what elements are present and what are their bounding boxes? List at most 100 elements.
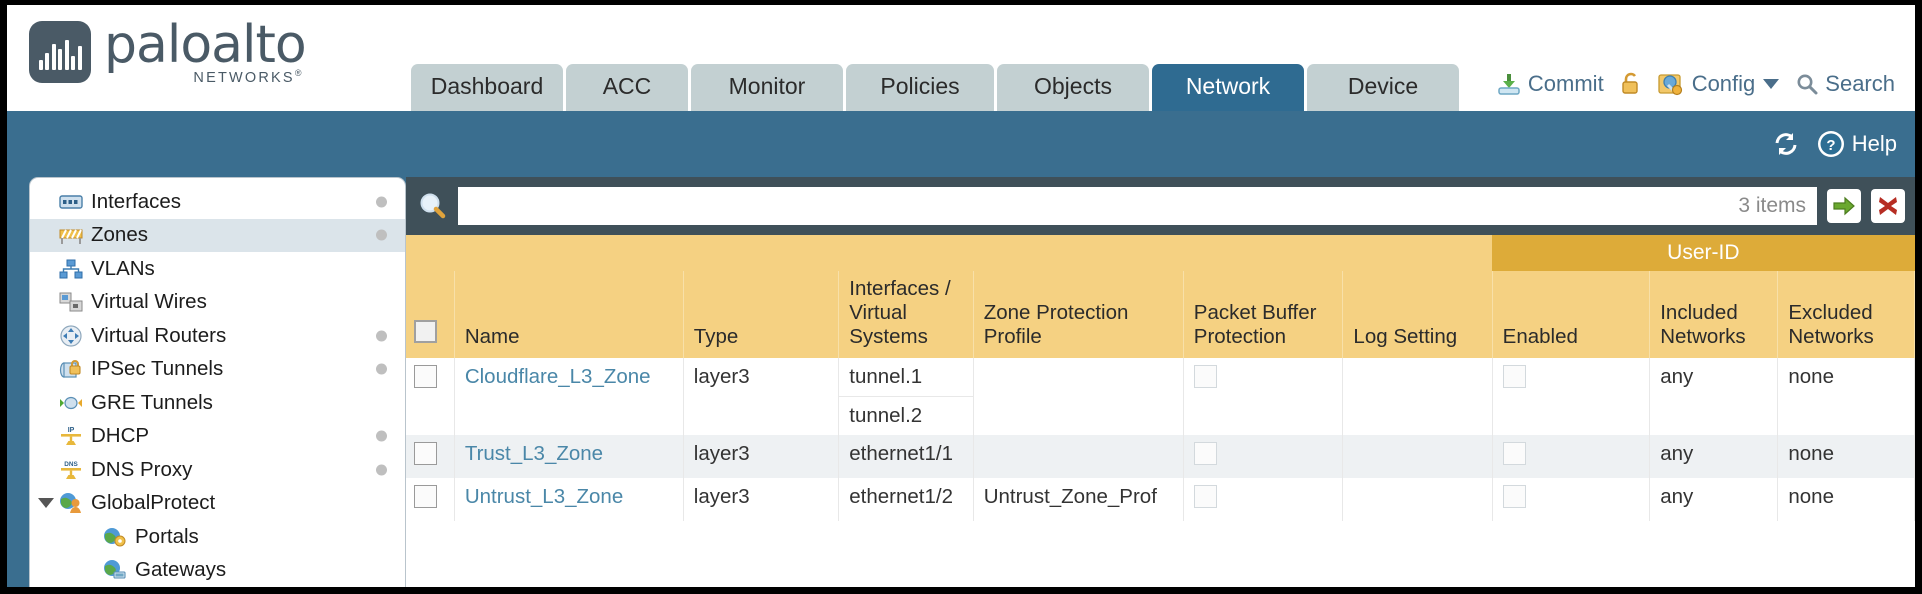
search-button[interactable]: Search (1795, 71, 1895, 97)
cell-excluded-networks: none (1777, 478, 1915, 521)
chevron-down-icon[interactable] (38, 498, 54, 509)
cell-log-setting (1342, 478, 1493, 521)
user-id-enabled-checkbox[interactable] (1502, 365, 1526, 388)
search-input[interactable]: 3 items (458, 187, 1817, 225)
portals-icon (102, 526, 128, 548)
interface-entry: tunnel.2 (849, 404, 923, 427)
cell-type: layer3 (683, 435, 840, 478)
config-menu[interactable]: Config (1658, 71, 1780, 97)
row-select-cell[interactable] (406, 478, 455, 521)
refresh-button[interactable] (1772, 131, 1800, 157)
tab-policies[interactable]: Policies (846, 64, 994, 111)
cell-packet-buffer-protection[interactable] (1183, 435, 1344, 478)
sidebar-item-label: Interfaces (91, 189, 182, 213)
cell-name[interactable]: Cloudflare_L3_Zone (454, 358, 684, 435)
zone-name-link[interactable]: Untrust_L3_Zone (464, 485, 624, 508)
interface-entry: tunnel.1 (839, 358, 973, 397)
cell-user-id-enabled[interactable] (1492, 435, 1651, 478)
header-actions: Commit (1496, 71, 1895, 97)
virtual-wires-icon (58, 291, 84, 313)
sidebar-item-virtual-routers[interactable]: Virtual Routers (30, 319, 405, 353)
sidebar-item-interfaces[interactable]: Interfaces (30, 185, 405, 219)
sidebar-item-vlans[interactable]: VLANs (30, 252, 405, 286)
interfaces-icon (58, 191, 84, 213)
row-select-cell[interactable] (406, 358, 455, 435)
status-dot (376, 464, 387, 476)
virtual-routers-icon (58, 325, 84, 347)
packet-buffer-checkbox[interactable] (1193, 442, 1217, 465)
tab-objects[interactable]: Objects (997, 64, 1149, 111)
cell-packet-buffer-protection[interactable] (1183, 358, 1344, 435)
help-icon: ? (1816, 129, 1846, 159)
gre-tunnels-icon (58, 392, 84, 414)
cell-name[interactable]: Untrust_L3_Zone (454, 478, 684, 521)
column-header-enabled: Enabled (1492, 271, 1651, 358)
config-icon (1658, 72, 1686, 96)
tab-network[interactable]: Network (1152, 64, 1304, 111)
clear-filter-button[interactable] (1871, 189, 1905, 223)
cell-interfaces: ethernet1/2 (838, 478, 974, 521)
select-all-checkbox[interactable] (414, 320, 437, 343)
cell-excluded-networks: none (1777, 358, 1915, 435)
apply-filter-button[interactable] (1827, 189, 1861, 223)
sidebar-item-zones[interactable]: Zones (30, 218, 405, 252)
tab-monitor[interactable]: Monitor (691, 64, 843, 111)
column-header-packet_buffer: Packet Buffer Protection (1183, 271, 1344, 358)
config-label: Config (1691, 71, 1756, 96)
cell-packet-buffer-protection[interactable] (1183, 478, 1344, 521)
sidebar-item-virtual-wires[interactable]: Virtual Wires (30, 286, 405, 320)
brand-logo[interactable]: paloalto NETWORKS® (29, 19, 307, 85)
zone-name-link[interactable]: Trust_L3_Zone (464, 442, 604, 465)
search-icon (418, 191, 448, 221)
commit-button[interactable]: Commit (1496, 71, 1604, 97)
dhcp-icon: IP (58, 425, 84, 447)
row-checkbox[interactable] (414, 485, 437, 508)
vlans-icon (58, 258, 84, 280)
sidebar-item-label: Virtual Routers (91, 323, 227, 347)
cell-user-id-enabled[interactable] (1492, 358, 1651, 435)
sidebar-item-label: IPSec Tunnels (91, 357, 224, 381)
status-dot (376, 330, 387, 342)
lock-button[interactable] (1620, 72, 1642, 96)
cell-user-id-enabled[interactable] (1492, 478, 1651, 521)
cell-included-networks: any (1649, 435, 1779, 478)
sidebar-item-gateways[interactable]: Gateways (30, 554, 405, 588)
chevron-down-icon (1763, 79, 1780, 89)
band-actions: ? Help (1772, 129, 1897, 159)
zone-name-link[interactable]: Cloudflare_L3_Zone (464, 365, 651, 388)
select-all-header[interactable] (406, 271, 455, 358)
cell-excluded-networks: none (1777, 435, 1915, 478)
column-header-name: Name (454, 271, 684, 358)
user-id-enabled-checkbox[interactable] (1502, 442, 1526, 465)
tab-dashboard[interactable]: Dashboard (411, 64, 563, 111)
column-header-excluded: Excluded Networks (1777, 271, 1915, 358)
sidebar-item-gre-tunnels[interactable]: GRE Tunnels (30, 386, 405, 420)
row-select-cell[interactable] (406, 435, 455, 478)
tab-acc[interactable]: ACC (566, 64, 688, 111)
row-checkbox[interactable] (414, 442, 437, 465)
cell-name[interactable]: Trust_L3_Zone (454, 435, 684, 478)
sidebar-item-label: Virtual Wires (91, 290, 207, 314)
search-icon (1795, 72, 1819, 96)
cell-type: layer3 (683, 358, 840, 435)
row-checkbox[interactable] (414, 365, 437, 388)
ipsec-tunnels-icon (58, 358, 84, 380)
commit-icon (1496, 72, 1522, 96)
sidebar-item-ipsec-tunnels[interactable]: IPSec Tunnels (30, 353, 405, 387)
help-button[interactable]: ? Help (1816, 129, 1897, 159)
tab-device[interactable]: Device (1307, 64, 1459, 111)
content-panel: 3 items (406, 177, 1915, 587)
sidebar-item-globalprotect[interactable]: GlobalProtect (30, 487, 405, 521)
packet-buffer-checkbox[interactable] (1193, 365, 1217, 388)
packet-buffer-checkbox[interactable] (1193, 485, 1217, 508)
sidebar-item-portals[interactable]: Portals (30, 520, 405, 554)
user-id-enabled-checkbox[interactable] (1502, 485, 1526, 508)
